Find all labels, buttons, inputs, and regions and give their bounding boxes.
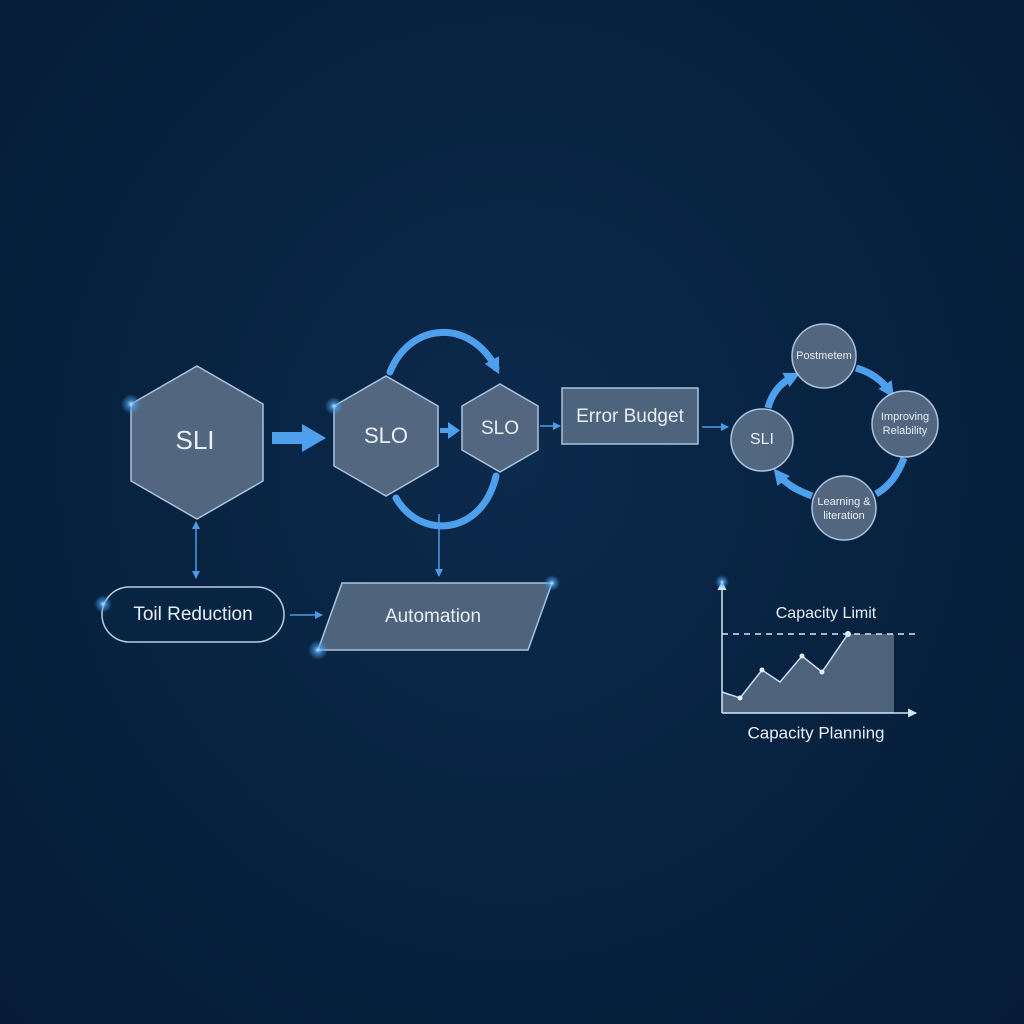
capacity-planning-title: Capacity Planning <box>747 723 884 742</box>
arrow-sli-to-slo <box>272 424 326 452</box>
cycle-arc-improving-to-learning <box>874 456 908 498</box>
glow-spark <box>544 575 560 591</box>
slo-label-1: SLO <box>364 423 408 448</box>
sli-label: SLI <box>175 425 214 455</box>
automation-label: Automation <box>385 606 481 627</box>
glow-spark <box>121 394 141 414</box>
capacity-point <box>759 667 765 673</box>
toil-reduction-label: Toil Reduction <box>133 604 252 625</box>
capacity-point <box>799 653 805 659</box>
capacity-point <box>819 669 825 675</box>
cycle-arrow-postmortem-to-improving <box>854 364 894 398</box>
slo-hexagon-2[interactable] <box>461 383 539 473</box>
capacity-area <box>722 634 894 713</box>
cycle-improving-label-2: Relability <box>883 425 928 437</box>
cycle-learning-label-1: Learning & <box>817 496 871 508</box>
glow-spark <box>715 575 729 589</box>
cycle-learning-label-2: literation <box>823 510 865 522</box>
arrow-slo-to-slo <box>440 422 460 439</box>
cycle-node-sli[interactable] <box>730 408 794 472</box>
capacity-chart: Capacity Limit Capacity Planning <box>715 575 918 742</box>
cycle-arrow-learning-to-sli <box>773 468 814 500</box>
glow-spark <box>325 397 343 415</box>
error-budget-box[interactable] <box>561 387 699 445</box>
capacity-point <box>737 695 743 701</box>
cycle-node-improving[interactable] <box>871 390 939 458</box>
toil-reduction-pill[interactable] <box>101 586 285 643</box>
cycle-node-learning[interactable] <box>811 475 877 541</box>
error-budget-label: Error Budget <box>576 406 684 427</box>
capacity-limit-label: Capacity Limit <box>776 605 877 622</box>
cycle-arrow-sli-to-postmortem <box>764 372 801 409</box>
slo-label-2: SLO <box>481 418 519 439</box>
glow-spark <box>94 595 112 613</box>
loop-arc-bottom <box>392 472 500 530</box>
cycle-node-postmortem[interactable] <box>791 323 857 389</box>
cycle-postmortem-label: Postmetem <box>796 350 852 362</box>
reliability-cycle: Postmetem Improving Relability Learning … <box>730 323 939 541</box>
cycle-improving-label-1: Improving <box>881 411 929 423</box>
automation-parallelogram[interactable] <box>316 582 554 651</box>
loop-arrow-top <box>386 329 500 376</box>
cycle-sli-label: SLI <box>750 431 774 448</box>
glow-spark <box>308 640 328 660</box>
